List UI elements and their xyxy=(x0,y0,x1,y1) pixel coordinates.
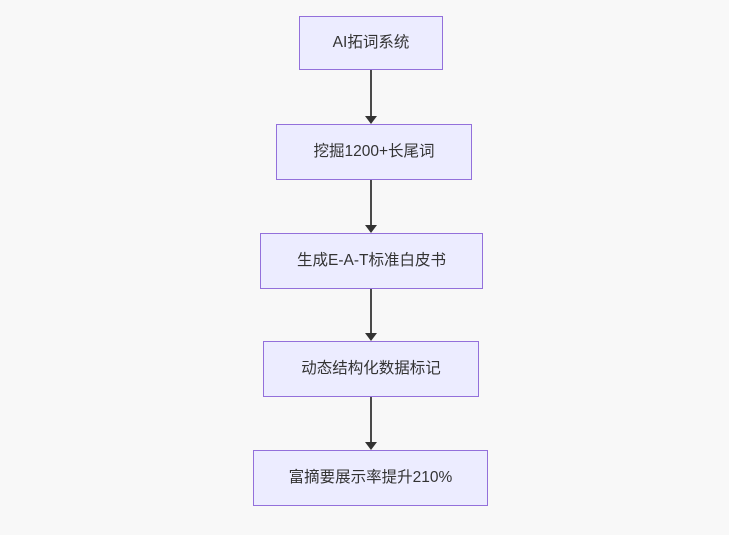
flow-node-eat-whitepaper: 生成E-A-T标准白皮书 xyxy=(260,233,483,289)
flow-edge-3 xyxy=(365,289,377,341)
flow-node-longtail-mining: 挖掘1200+长尾词 xyxy=(276,124,472,180)
flow-node-structured-data-markup: 动态结构化数据标记 xyxy=(263,341,479,397)
flow-edge-2 xyxy=(365,180,377,233)
flow-edge-4 xyxy=(365,397,377,450)
arrowhead-down-icon xyxy=(365,116,377,124)
flow-node-label: AI拓词系统 xyxy=(332,34,410,52)
arrowhead-down-icon xyxy=(365,333,377,341)
arrowhead-down-icon xyxy=(365,442,377,450)
flow-node-label: 动态结构化数据标记 xyxy=(301,360,441,378)
edge-line xyxy=(370,180,372,226)
flow-node-label: 富摘要展示率提升210% xyxy=(288,469,453,487)
edge-line xyxy=(370,289,372,334)
flow-node-rich-snippet-result: 富摘要展示率提升210% xyxy=(253,450,488,506)
flow-node-ai-keyword-system: AI拓词系统 xyxy=(299,16,443,70)
arrowhead-down-icon xyxy=(365,225,377,233)
edge-line xyxy=(370,70,372,117)
edge-line xyxy=(370,397,372,443)
flow-edge-1 xyxy=(365,70,377,124)
flow-node-label: 生成E-A-T标准白皮书 xyxy=(297,252,446,270)
flow-node-label: 挖掘1200+长尾词 xyxy=(313,143,435,161)
